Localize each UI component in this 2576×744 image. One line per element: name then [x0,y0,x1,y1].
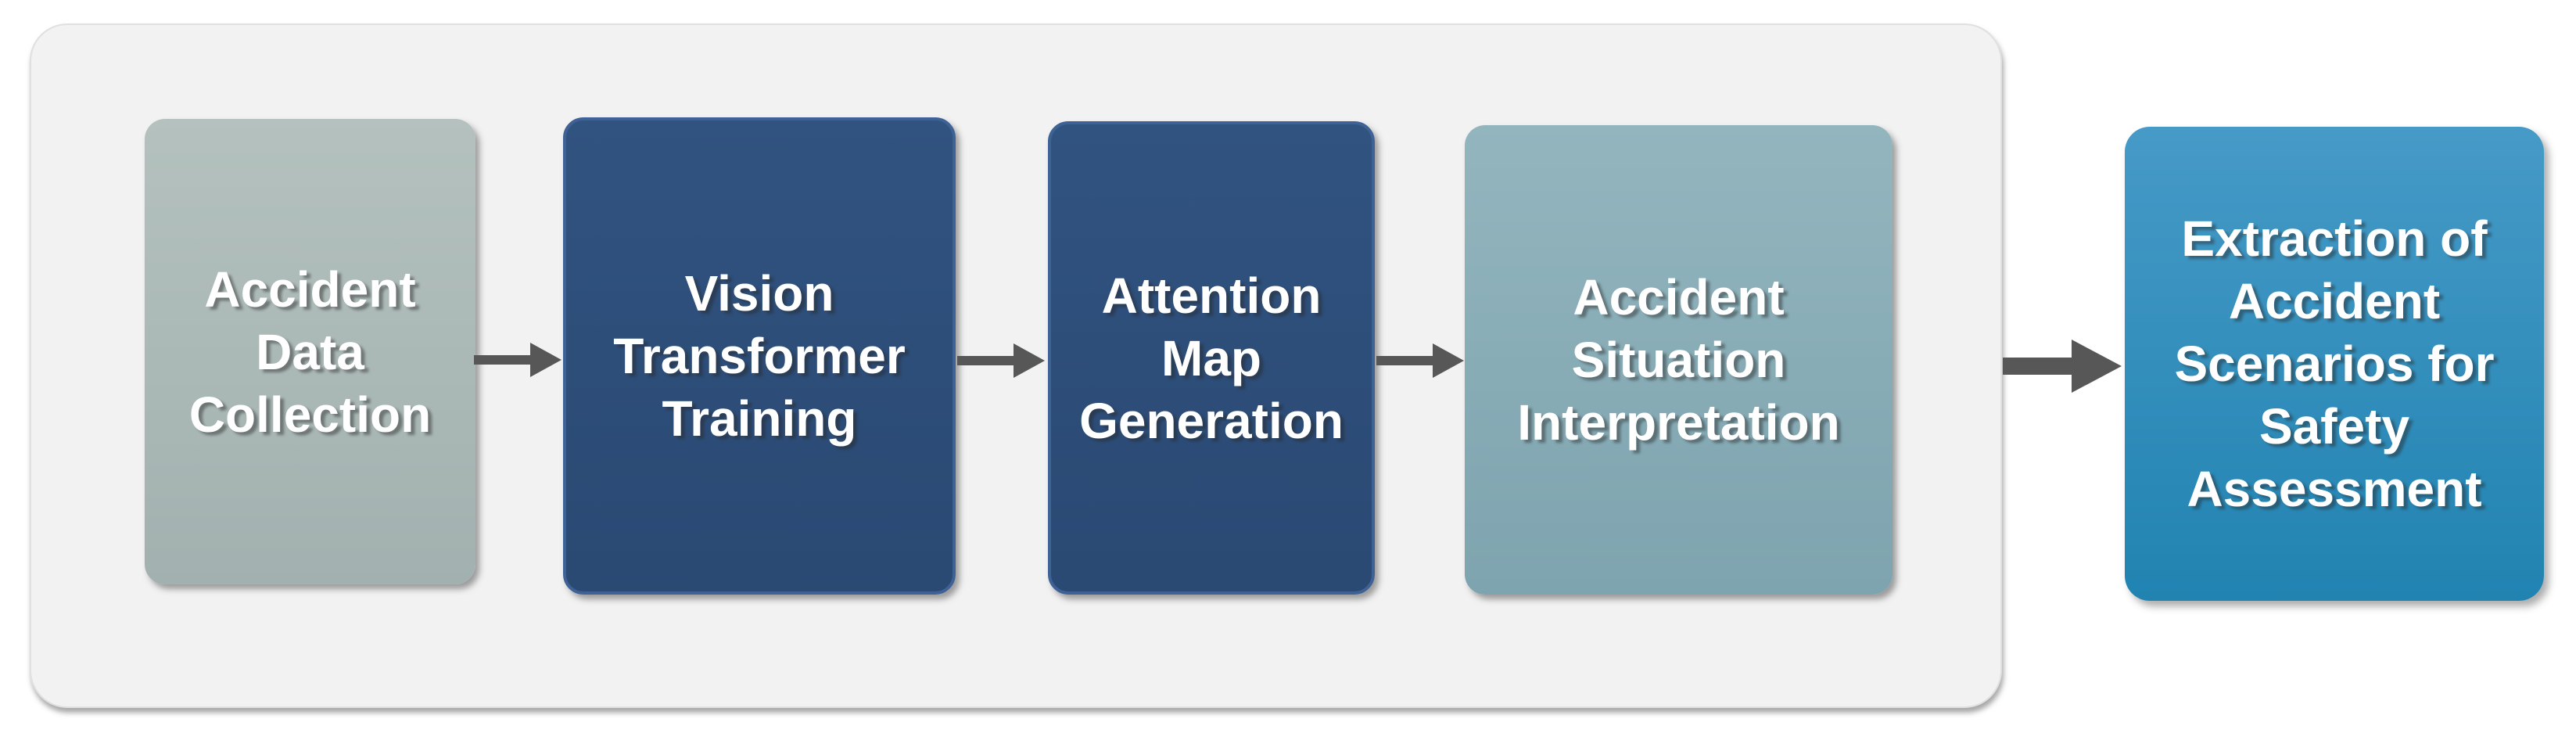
step-accident-data-collection: Accident Data Collection [145,119,475,584]
step-label: Attention Map Generation [1079,267,1344,449]
step-vision-transformer-training: Vision Transformer Training [563,117,956,595]
output-extraction-accident-scenarios: Extraction of Accident Scenarios for Saf… [2125,127,2544,601]
arrow-right-icon [1376,337,1464,384]
arrow-right-icon [957,337,1045,384]
output-label: Extraction of Accident Scenarios for Saf… [2174,210,2495,517]
step-label: Accident Data Collection [188,261,432,443]
step-attention-map-generation: Attention Map Generation [1048,121,1375,595]
step-label: Accident Situation Interpretation [1517,269,1840,451]
arrow-right-bold-icon [2003,335,2122,397]
step-accident-situation-interpretation: Accident Situation Interpretation [1465,125,1893,595]
step-label: Vision Transformer Training [613,265,906,447]
arrow-right-icon [474,336,561,383]
